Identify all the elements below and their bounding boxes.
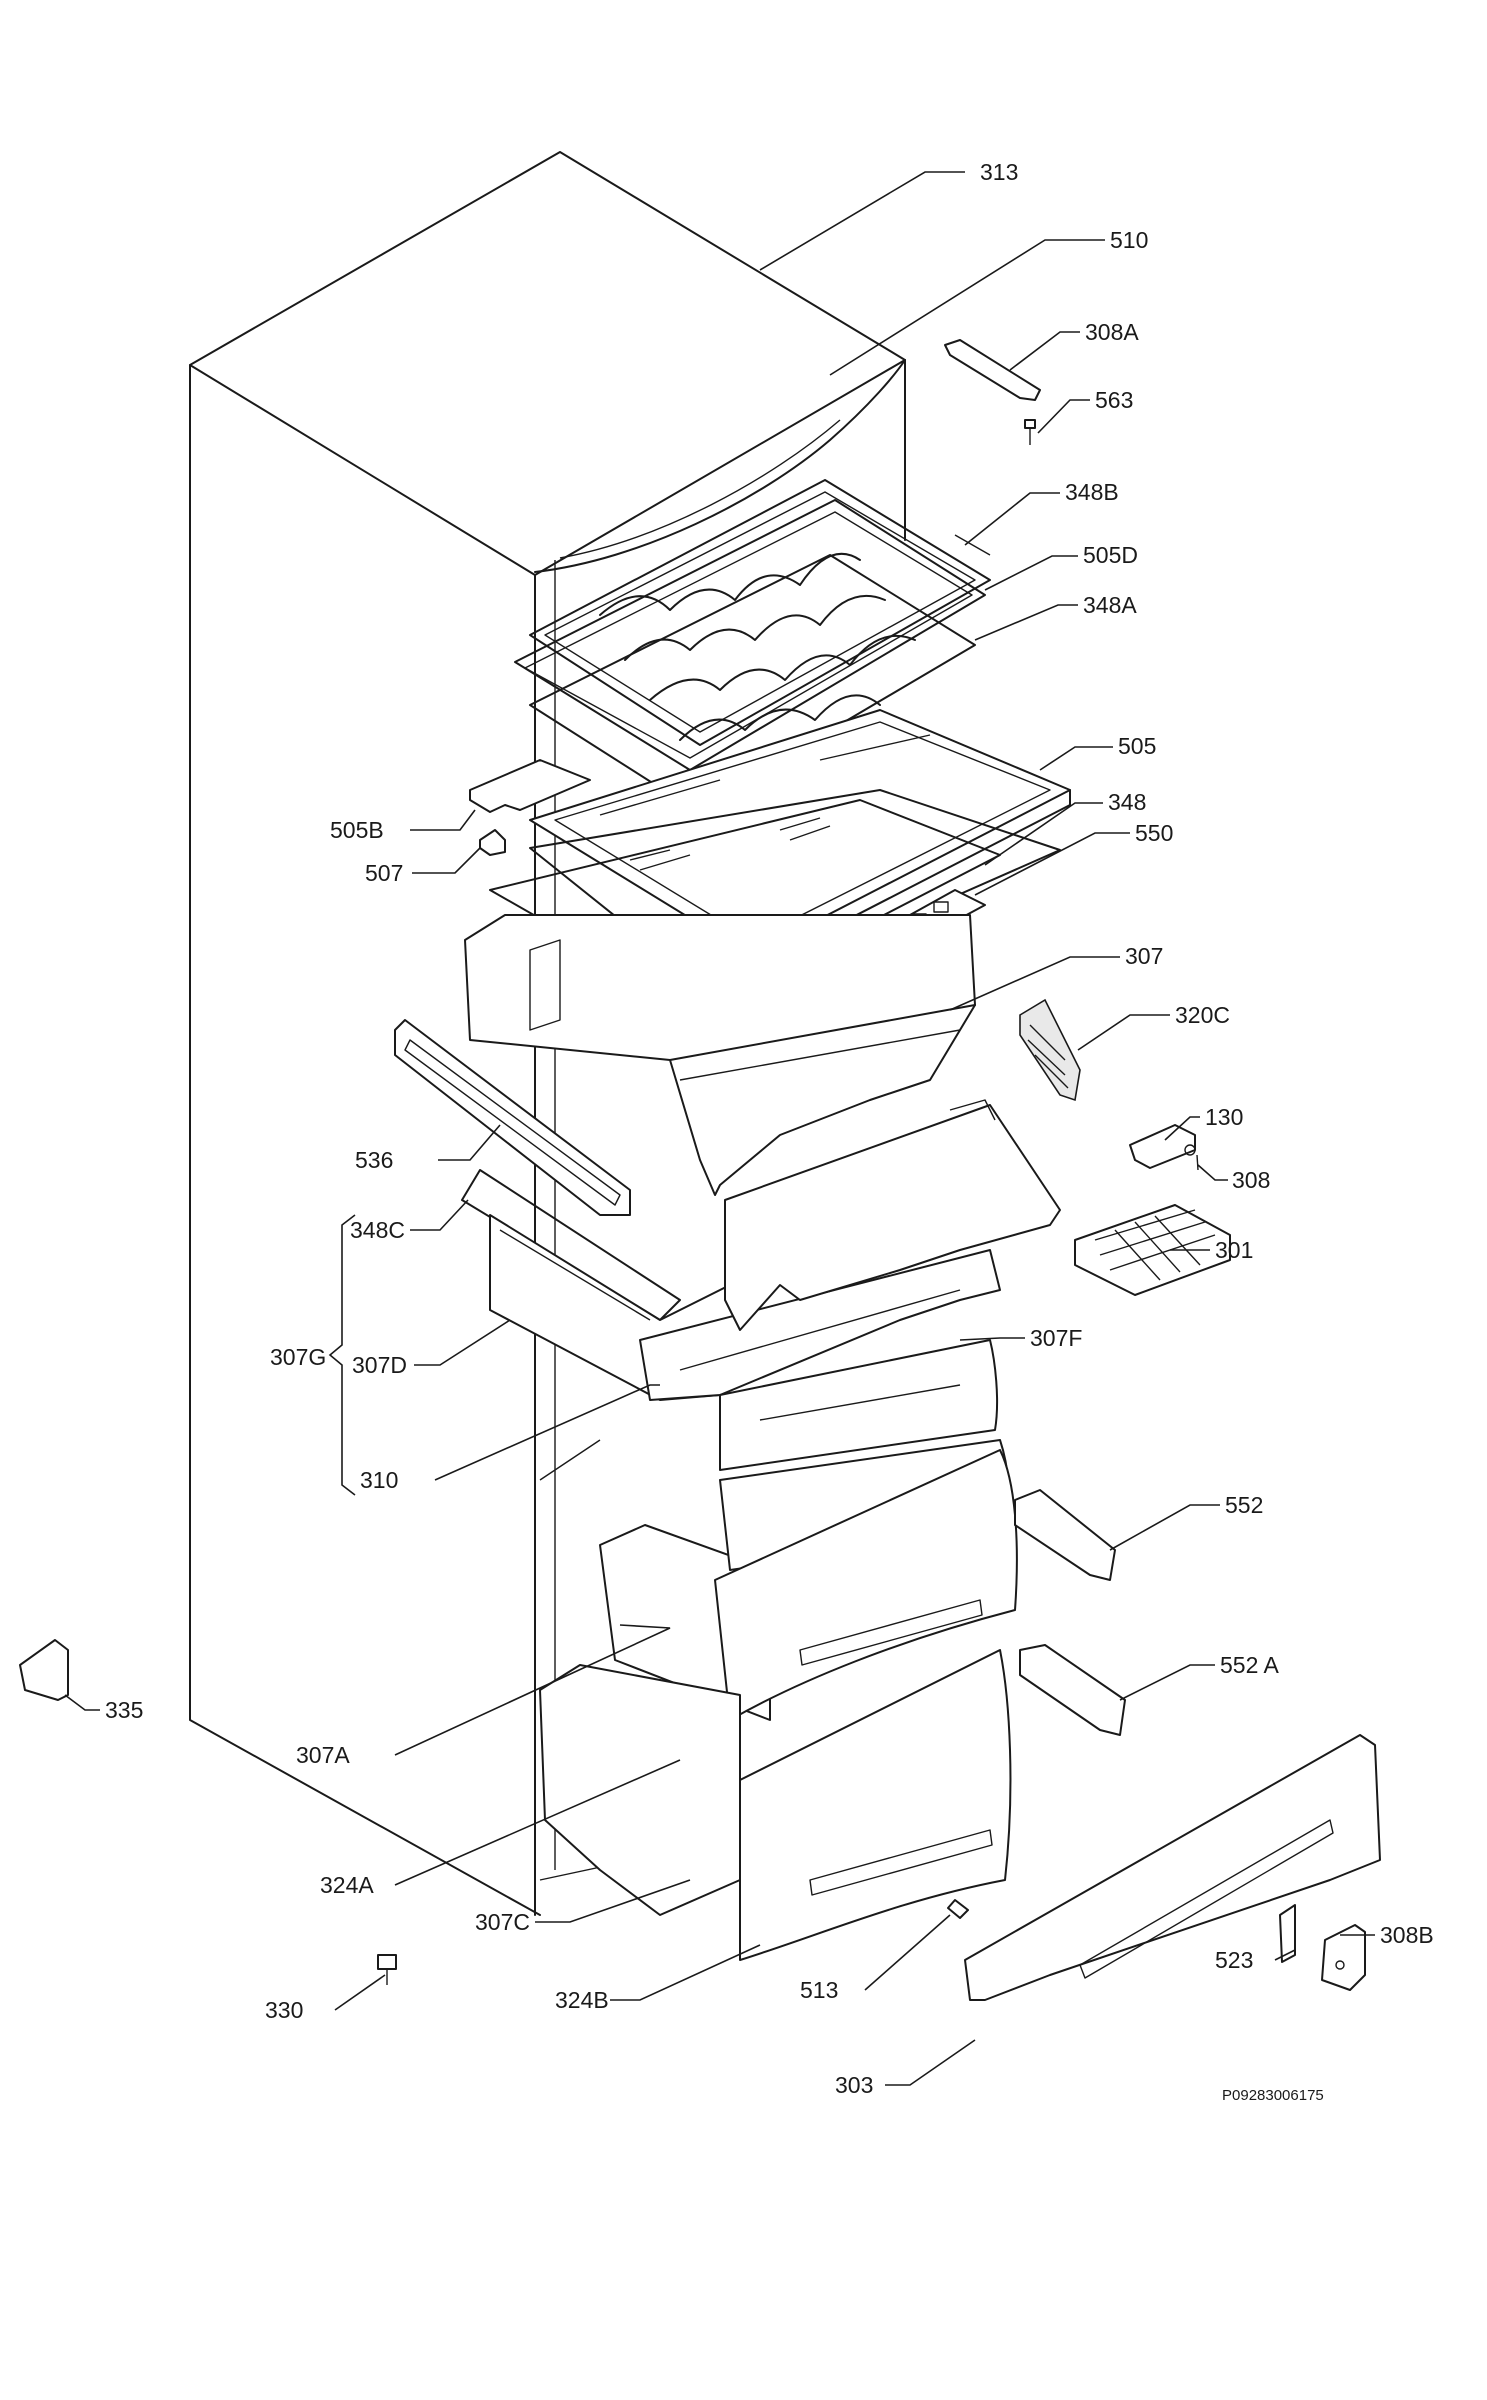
callout-308: 308 <box>1232 1167 1270 1193</box>
clip-505b <box>469 759 591 813</box>
glass-shelf-348a <box>529 554 976 811</box>
callout-348: 348 <box>1108 789 1146 815</box>
drawing-code: P09283006175 <box>1222 2087 1324 2104</box>
callout-563: 563 <box>1095 387 1133 413</box>
crisper-drawer-307 <box>464 914 976 1196</box>
screw-308 <box>1196 1154 1199 1171</box>
callout-labels: 313 510 308A 563 348B 505D 348A 505 505B… <box>105 159 1434 2104</box>
callout-308a: 308A <box>1085 319 1139 345</box>
callout-348a: 348A <box>1083 592 1137 618</box>
callout-307a: 307A <box>296 1742 350 1768</box>
callout-523: 523 <box>1215 1947 1253 1973</box>
drawer-lid-310 <box>639 1249 1001 1401</box>
clip-513 <box>947 1899 969 1919</box>
bracket-308a <box>944 339 1041 401</box>
callout-348c: 348C <box>350 1217 405 1243</box>
callout-552: 552 <box>1225 1492 1263 1518</box>
bracket-308b <box>1321 1924 1366 1991</box>
ice-tray-301 <box>1074 1204 1231 1296</box>
callout-324a: 324A <box>320 1872 374 1898</box>
hinge-130 <box>1129 1124 1196 1169</box>
callout-308b: 308B <box>1380 1922 1434 1948</box>
kickplate-303 <box>964 1734 1381 2001</box>
screw-563 <box>1024 419 1036 445</box>
flap-307f <box>719 1339 999 1471</box>
drawer-307c <box>539 1649 1012 1961</box>
callout-507: 507 <box>365 860 403 886</box>
vent-320c <box>1019 998 1081 1102</box>
callout-552a: 552 A <box>1220 1652 1279 1678</box>
drawer-307a <box>599 1439 1018 1721</box>
drawer-cover-307-front <box>724 1099 1061 1331</box>
callout-320c: 320C <box>1175 1002 1230 1028</box>
callout-313: 313 <box>980 159 1018 185</box>
callout-505d: 505D <box>1083 542 1138 568</box>
callout-307f: 307F <box>1030 1325 1082 1351</box>
callout-550: 550 <box>1135 820 1173 846</box>
callout-505: 505 <box>1118 733 1156 759</box>
callout-505b: 505B <box>330 817 384 843</box>
clip-523 <box>1279 1904 1296 1963</box>
callout-510: 510 <box>1110 227 1148 253</box>
callout-536: 536 <box>355 1147 393 1173</box>
foot-335 <box>19 1639 69 1701</box>
clip-507 <box>479 829 506 856</box>
callout-324b: 324B <box>555 1987 609 2013</box>
callout-307g: 307G <box>270 1344 326 1370</box>
rail-552a <box>1019 1644 1126 1736</box>
leader-lines <box>64 171 1375 2086</box>
callout-310: 310 <box>360 1467 398 1493</box>
callout-348b: 348B <box>1065 479 1119 505</box>
shelf-frame-505 <box>529 709 1071 971</box>
callout-330: 330 <box>265 1997 303 2023</box>
wine-rack-348b <box>529 479 991 746</box>
callout-307c: 307C <box>475 1909 530 1935</box>
filter-536 <box>394 1019 631 1216</box>
callout-303: 303 <box>835 2072 873 2098</box>
callout-513: 513 <box>800 1977 838 2003</box>
callout-307d: 307D <box>352 1352 407 1378</box>
shelf-frame-505d <box>514 499 986 771</box>
callout-130: 130 <box>1205 1104 1243 1130</box>
foot-330 <box>377 1954 397 1985</box>
callout-307: 307 <box>1125 943 1163 969</box>
callout-335: 335 <box>105 1697 143 1723</box>
rail-552 <box>1014 1489 1116 1581</box>
callout-301: 301 <box>1215 1237 1253 1263</box>
